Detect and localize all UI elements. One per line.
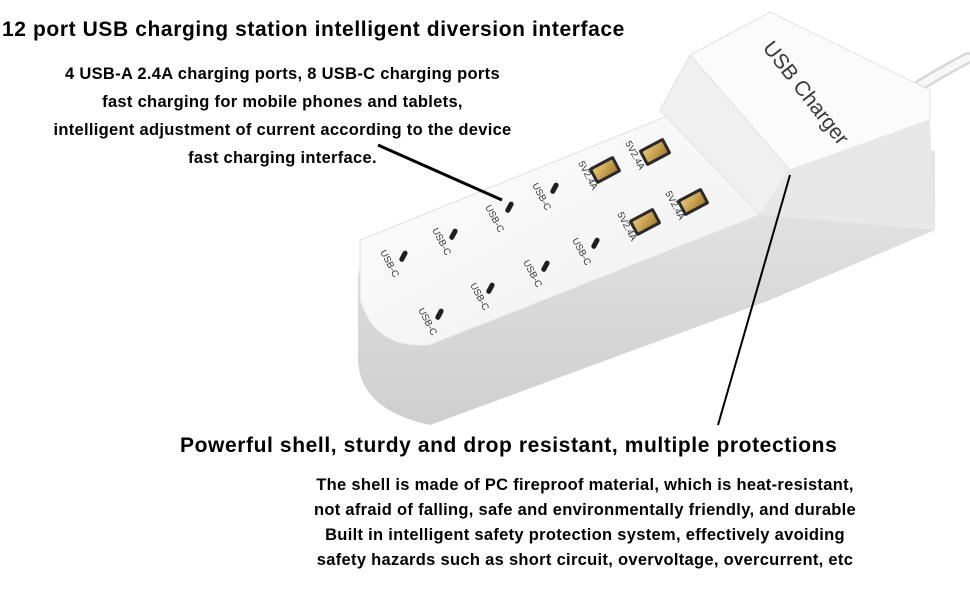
top-description-line: fast charging interface. — [188, 149, 377, 167]
usb-c-port — [505, 201, 514, 213]
charger-head-side — [760, 120, 935, 230]
usb-a-port — [677, 188, 709, 216]
section-heading: Powerful shell, sturdy and drop resistan… — [180, 434, 838, 457]
usb-a-port — [629, 208, 661, 236]
usb-c-port — [591, 237, 600, 249]
usb-c-port — [486, 282, 495, 294]
usb-a-ports — [589, 138, 709, 236]
usb-a-port — [589, 156, 621, 184]
callout-line-top — [377, 143, 503, 202]
usb-a-port — [639, 138, 671, 166]
page-title: 12 port USB charging station intelligent… — [2, 18, 625, 41]
bottom-description-line: The shell is made of PC fireproof materi… — [316, 476, 854, 494]
top-description: 4 USB-A 2.4A charging ports, 8 USB-C cha… — [0, 60, 565, 172]
usb-c-port — [541, 260, 550, 272]
usb-c-port — [435, 308, 444, 320]
usb-c-port — [399, 250, 408, 262]
bottom-description-line: Built in intelligent safety protection s… — [325, 526, 845, 544]
bottom-description-line: safety hazards such as short circuit, ov… — [316, 551, 854, 569]
usb-c-port — [449, 228, 458, 240]
charger-side — [358, 150, 935, 425]
top-description-line: intelligent adjustment of current accord… — [53, 121, 512, 139]
bottom-description: The shell is made of PC fireproof materi… — [255, 473, 915, 573]
bottom-description-line: not afraid of falling, safe and environm… — [313, 501, 857, 519]
callout-line-bottom — [717, 174, 791, 426]
top-description-line: fast charging for mobile phones and tabl… — [102, 93, 463, 111]
usb-c-ports — [399, 182, 600, 320]
top-description-line: 4 USB-A 2.4A charging ports, 8 USB-C cha… — [65, 65, 500, 83]
usb-c-port — [550, 182, 559, 194]
